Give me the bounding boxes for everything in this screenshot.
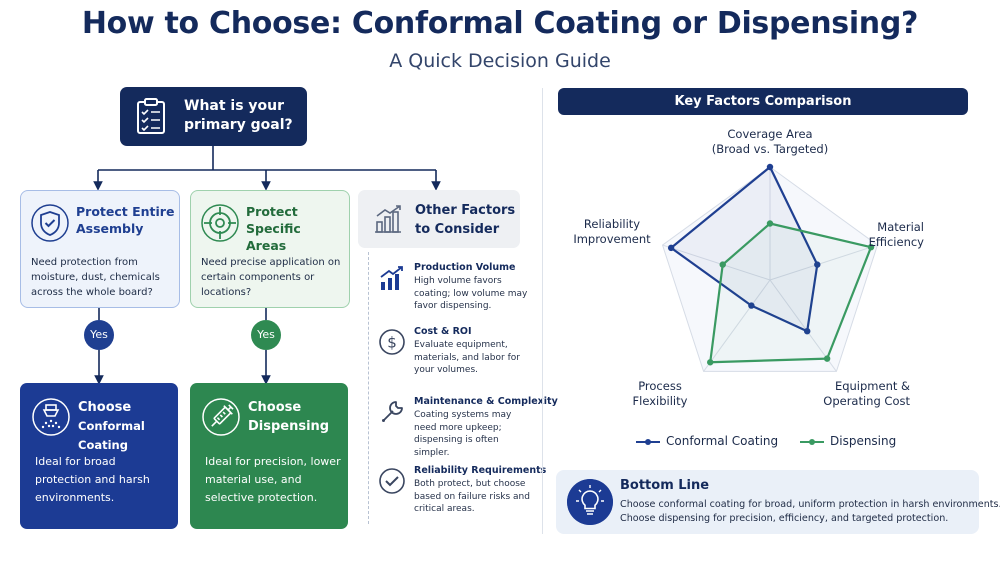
bottom-line-title: Bottom Line bbox=[620, 478, 710, 493]
radar-point bbox=[719, 261, 726, 268]
dollar-icon: $ bbox=[379, 329, 405, 355]
result-body: Ideal for precision, lower material use,… bbox=[205, 455, 341, 504]
result-body: Ideal for broad protection and harsh env… bbox=[35, 455, 150, 504]
radar-point bbox=[707, 359, 714, 366]
question-body: Need precise application on certain comp… bbox=[201, 257, 341, 298]
radar-point bbox=[814, 261, 821, 268]
clipboard-checklist-icon bbox=[137, 98, 165, 134]
radar-chart: Coverage Area(Broad vs. Targeted) Materia… bbox=[573, 127, 925, 408]
chart-title: Key Factors Comparison bbox=[558, 88, 968, 115]
target-icon bbox=[201, 204, 239, 242]
question-title: Protect Specific Areas bbox=[246, 204, 301, 253]
legend-dispensing: Dispensing bbox=[800, 433, 896, 449]
factor-body: Evaluate equipment, materials, and labor… bbox=[414, 340, 520, 375]
syringe-icon bbox=[202, 398, 240, 436]
radar-point bbox=[867, 243, 875, 251]
bottom-line-text: Choose dispensing for precision, efficie… bbox=[620, 513, 949, 524]
section-divider bbox=[542, 88, 543, 534]
yes-badge: Yes bbox=[251, 320, 281, 350]
radar-series-dispensing bbox=[709, 222, 873, 364]
svg-text:$: $ bbox=[387, 334, 397, 352]
page-title: How to Choose: Conformal Coating or Disp… bbox=[81, 6, 919, 41]
result-title: Choose Dispensing bbox=[248, 400, 330, 434]
radar-spoke bbox=[703, 279, 771, 372]
radar-series-conformal-coating bbox=[670, 165, 819, 333]
page-subtitle: A Quick Decision Guide bbox=[389, 50, 611, 72]
factor-title: Cost & ROI bbox=[414, 326, 472, 337]
primary-goal-box: What is your primary goal? bbox=[120, 87, 307, 146]
radar-spoke bbox=[769, 244, 878, 281]
factors-dashed-line bbox=[368, 252, 369, 524]
legend-conformal-coating: Conformal Coating bbox=[636, 433, 778, 449]
factor-title: Maintenance & Complexity bbox=[414, 396, 558, 407]
question-protect-entire-assembly: Protect Entire Assembly Need protection … bbox=[20, 190, 180, 308]
radar-spoke bbox=[662, 244, 771, 281]
wrench-icon bbox=[382, 401, 403, 422]
radar-axis-label: Equipment &Operating Cost bbox=[823, 379, 910, 408]
check-circle-icon bbox=[379, 468, 405, 494]
growth-chart-icon bbox=[380, 266, 403, 290]
radar-point bbox=[748, 302, 755, 309]
result-title: Choose Conformal Coating bbox=[78, 400, 145, 452]
factor-title: Production Volume bbox=[414, 262, 516, 273]
yes-badge: Yes bbox=[84, 320, 114, 350]
radar-point bbox=[803, 327, 811, 335]
bottom-line-text: Choose conformal coating for broad, unif… bbox=[620, 499, 1000, 510]
other-factors-header: Other Factors to Consider bbox=[358, 190, 520, 248]
result-dispensing: Choose Dispensing Ideal for precision, l… bbox=[190, 383, 348, 529]
radar-point bbox=[667, 244, 675, 252]
factor-body: High volume favors coating; low volume m… bbox=[414, 276, 528, 311]
lightbulb-icon bbox=[567, 479, 613, 525]
factor-body: Coating systems may need more upkeep; di… bbox=[414, 410, 512, 458]
primary-goal-text: What is your primary goal? bbox=[184, 98, 293, 133]
question-title: Protect Entire Assembly bbox=[76, 204, 175, 236]
shield-check-icon bbox=[31, 204, 69, 242]
bar-chart-icon bbox=[375, 205, 401, 233]
spray-nozzle-icon bbox=[32, 398, 70, 436]
radar-point bbox=[766, 220, 774, 227]
other-factors-title: Other Factors to Consider bbox=[415, 203, 516, 237]
bottom-line-box: Bottom Line Choose conformal coating for… bbox=[556, 470, 1000, 534]
result-conformal-coating: Choose Conformal Coating Ideal for broad… bbox=[20, 383, 178, 529]
question-protect-specific-areas: Protect Specific Areas Need precise appl… bbox=[190, 190, 350, 308]
radar-point bbox=[823, 355, 831, 362]
factor-title: Reliability Requirements bbox=[414, 465, 547, 476]
radar-axis-label: Coverage Area(Broad vs. Targeted) bbox=[712, 127, 828, 156]
question-body: Need protection from moisture, dust, che… bbox=[31, 257, 160, 298]
radar-point bbox=[766, 163, 774, 171]
factor-body: Both protect, but choose based on failur… bbox=[414, 479, 530, 514]
